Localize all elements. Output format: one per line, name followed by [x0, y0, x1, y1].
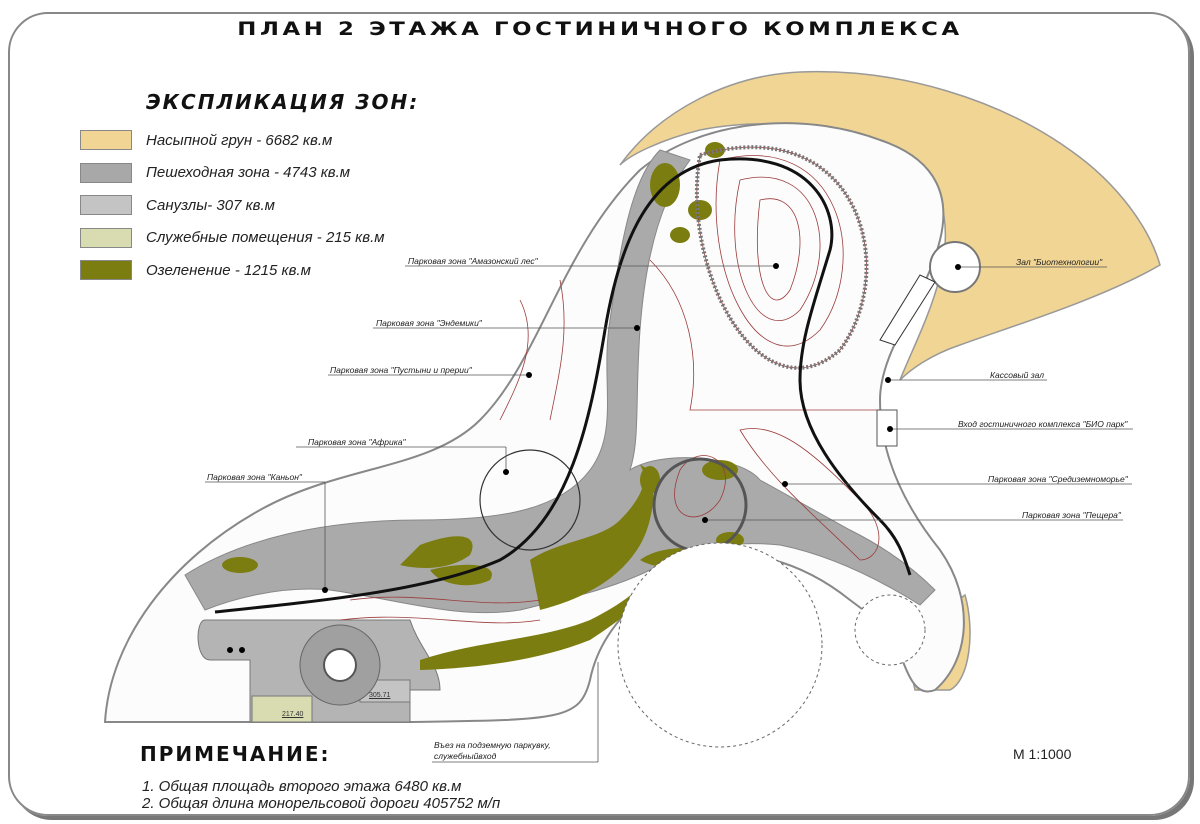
central-atrium-void	[323, 648, 357, 682]
greenery-patch	[420, 575, 650, 670]
label-desert-prairie: Парковая зона "Пустыни и прерии"	[330, 365, 472, 375]
legend-label: Пешеходная зона - 4743 кв.м	[146, 164, 351, 182]
label-mediterranean: Парковая зона "Средиземноморье"	[988, 474, 1128, 484]
monorail-track	[214, 157, 912, 614]
greenery-patch	[640, 466, 660, 494]
label-africa: Парковая зона "Африка"	[308, 437, 406, 447]
notes-list: 1. Общая площадь второго этажа 6480 кв.м…	[142, 778, 500, 812]
notes-heading: ПРИМЕЧАНИЕ:	[140, 742, 331, 766]
pedestrian-zone	[184, 149, 936, 614]
legend-item-pedestrian: Пешеходная зона - 4743 кв.м	[80, 157, 385, 190]
legend-label: Служебные помещения - 215 кв.м	[146, 229, 385, 247]
africa-dome	[479, 449, 581, 551]
leader-lines	[205, 265, 1133, 763]
large-circle	[617, 542, 823, 748]
note-item: 1. Общая площадь второго этажа 6480 кв.м	[142, 778, 462, 795]
plan-title: ПЛАН 2 ЭТАЖА ГОСТИНИЧНОГО КОМПЛЕКСА	[237, 18, 963, 40]
note-item: 2. Общая длина монорельсовой дороги 4057…	[142, 795, 501, 812]
legend-label: Озеленение - 1215 кв.м	[146, 261, 311, 279]
legend-swatch	[80, 162, 132, 183]
leader-dots	[227, 263, 961, 653]
room-number-service: 217.40	[282, 711, 304, 718]
room-number-wc: 305.71	[369, 692, 391, 699]
greenery-patch	[530, 465, 654, 610]
greenery-patch	[702, 460, 738, 480]
greenery-patch	[400, 536, 473, 568]
legend-label: Насыпной грун - 6682 кв.м	[146, 131, 333, 149]
legend-item-wc: Санузлы- 307 кв.м	[80, 189, 385, 222]
greenery-patch	[222, 557, 258, 573]
legend-item-service: Служебные помещения - 215 кв.м	[80, 222, 385, 255]
terrain-contours	[339, 147, 880, 624]
legend-item-greenery: Озеленение - 1215 кв.м	[80, 254, 385, 287]
label-biotech-hall: Зал "Биотехнологии"	[1016, 257, 1103, 267]
scale-label: М 1:1000	[1013, 746, 1072, 762]
label-parking-entrance: Въез на подземную паркувку, служебныйвхо…	[434, 740, 551, 761]
label-cave: Парковая зона "Пещера"	[1022, 510, 1121, 520]
label-endemics: Парковая зона "Эндемики"	[376, 318, 482, 328]
service-room	[251, 695, 313, 723]
ticket-hall	[879, 274, 936, 346]
legend-swatch	[80, 130, 132, 151]
label-canyon: Парковая зона "Каньон"	[207, 472, 302, 482]
legend-swatch	[80, 195, 132, 216]
entrance-block	[876, 409, 898, 447]
greenery-patch	[670, 227, 690, 243]
legend: Насыпной грун - 6682 кв.м Пешеходная зон…	[80, 124, 385, 287]
legend-heading: ЭКСПЛИКАЦИЯ ЗОН:	[146, 90, 420, 114]
legend-swatch	[80, 260, 132, 281]
legend-label: Санузлы- 307 кв.м	[146, 196, 275, 214]
legend-swatch	[80, 227, 132, 248]
label-ticket-hall: Кассовый зал	[990, 370, 1045, 380]
sheet-frame	[8, 12, 1190, 816]
label-amazon-forest: Парковая зона "Амазонский лес"	[408, 256, 538, 266]
legend-item-fill-soil: Насыпной грун - 6682 кв.м	[80, 124, 385, 157]
label-entrance: Вход гостиничного комплекса "БИО парк"	[958, 419, 1128, 429]
small-circle	[854, 594, 926, 666]
greenery-patch	[688, 200, 712, 220]
